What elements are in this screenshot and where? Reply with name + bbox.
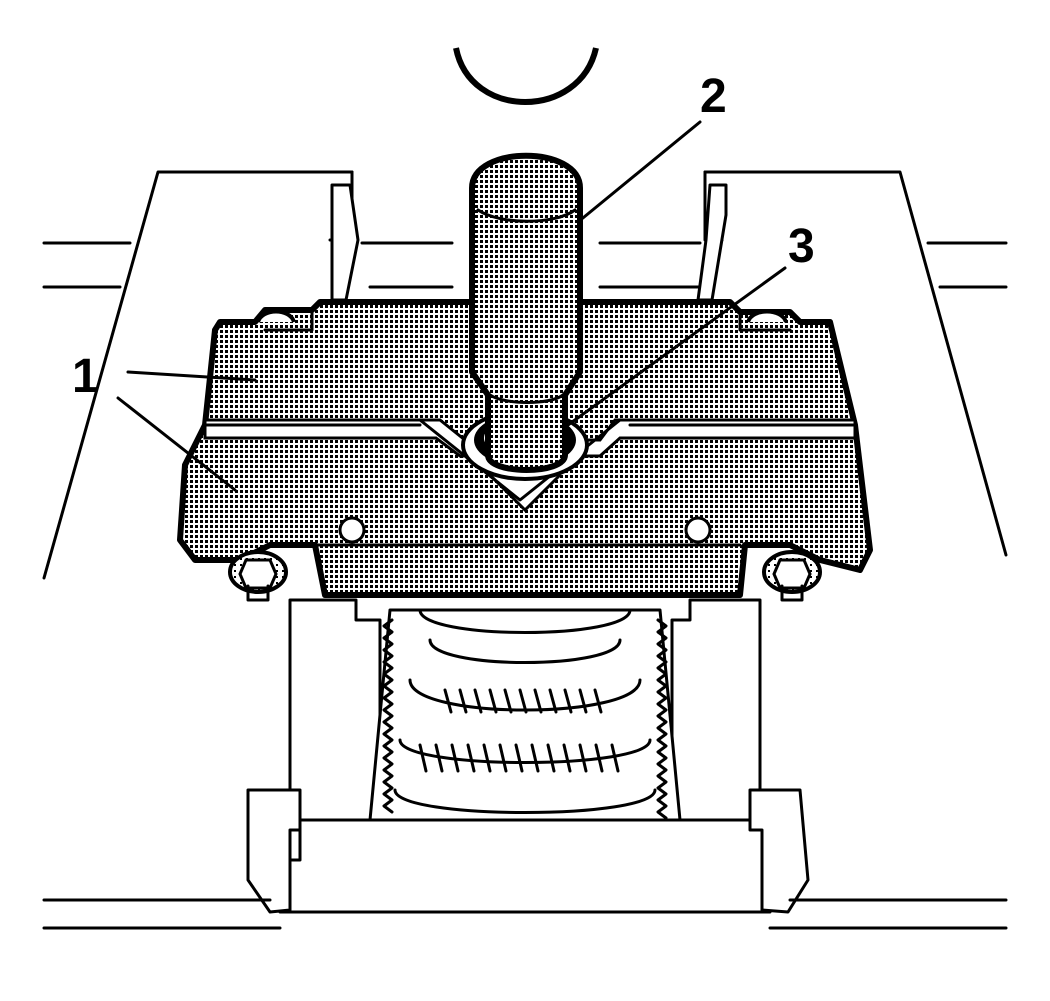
callout-3: 3 <box>788 220 815 273</box>
callout-labels: 1 2 3 <box>72 70 815 403</box>
callout-2: 2 <box>700 70 727 123</box>
press-ram <box>453 47 599 105</box>
press-table <box>42 170 1008 580</box>
bolt-left <box>228 550 288 602</box>
bolt-right <box>762 550 822 602</box>
leader-lines <box>116 120 787 492</box>
press-driver-tool <box>469 152 583 473</box>
callout-1: 1 <box>72 350 99 403</box>
gear-stack <box>368 608 682 822</box>
fixture-base <box>42 598 1008 930</box>
